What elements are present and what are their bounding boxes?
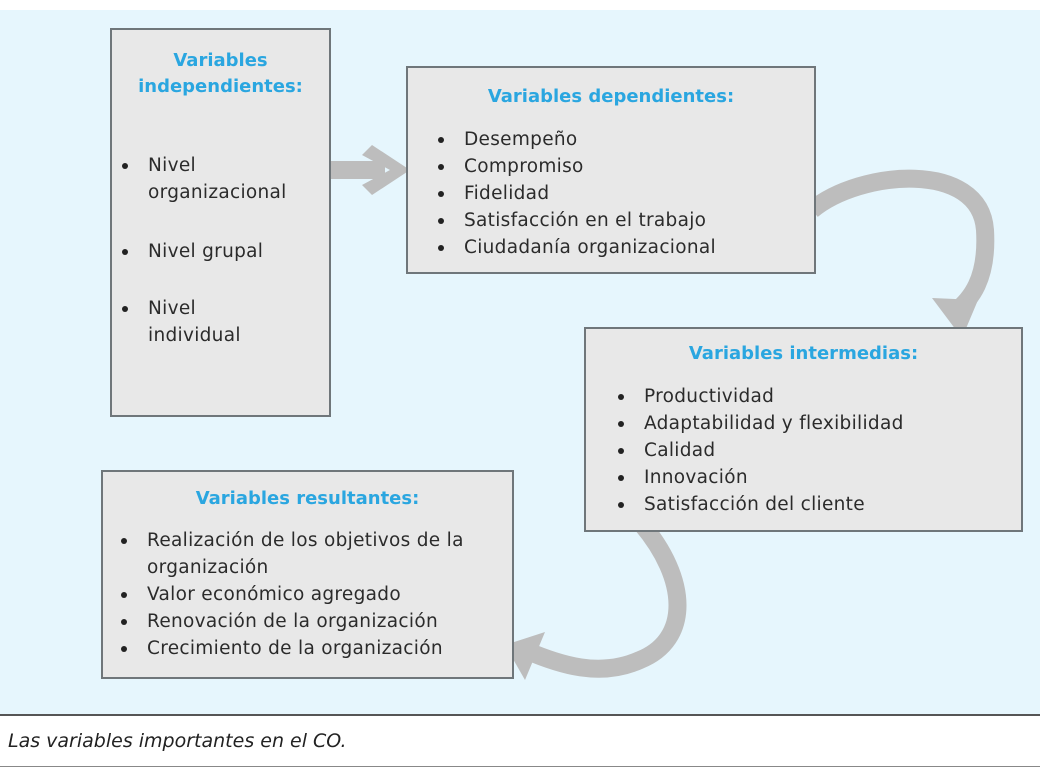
arrowhead-icon [932,298,978,338]
arrowhead-icon [362,145,410,195]
box-variables-resultantes: Variables resultantes: Realización de lo… [101,470,514,679]
box-variables-dependientes: Variables dependientes: Desempeño Compro… [406,66,816,274]
arrow-inter-to-result [521,516,687,678]
box-title: Variables dependientes: [487,86,735,107]
list-item: Adaptabilidad y flexibilidad [608,410,1021,437]
box-title: Variables resultantes: [195,488,420,509]
list-item: Nivel organizacional [112,152,329,206]
list-item: Fidelidad [428,180,814,207]
list-item: Valor económico agregado [111,581,502,608]
figure-caption: Las variables importantes en el CO. [8,730,347,752]
divider [0,714,1040,716]
list-item: Satisfacción en el trabajo [428,207,814,234]
box-variables-independientes: Variables independientes: Nivel organiza… [110,28,331,417]
list-item: Crecimiento de la organización [111,635,502,662]
arrow-dep-to-inter [806,169,995,320]
list-item: Realización de los objetivos de la organ… [111,527,502,581]
list-item: Renovación de la organización [111,608,502,635]
arrowhead-icon [505,632,545,680]
list-item: Ciudadanía organizacional [428,234,814,261]
box-variables-intermedias: Variables intermedias: Productividad Ada… [584,327,1023,532]
list-item: Nivel grupal [112,238,329,265]
list-item: Innovación [608,464,1021,491]
box-title: Variables independientes: [138,50,303,97]
box-title: Variables intermedias: [688,343,919,364]
list-item: Compromiso [428,153,814,180]
list-item: Nivel individual [112,295,329,349]
list-item: Calidad [608,437,1021,464]
divider [0,766,1040,767]
list-item: Productividad [608,383,1021,410]
list-item: Desempeño [428,126,814,153]
list-item: Satisfacción del cliente [608,491,1021,518]
